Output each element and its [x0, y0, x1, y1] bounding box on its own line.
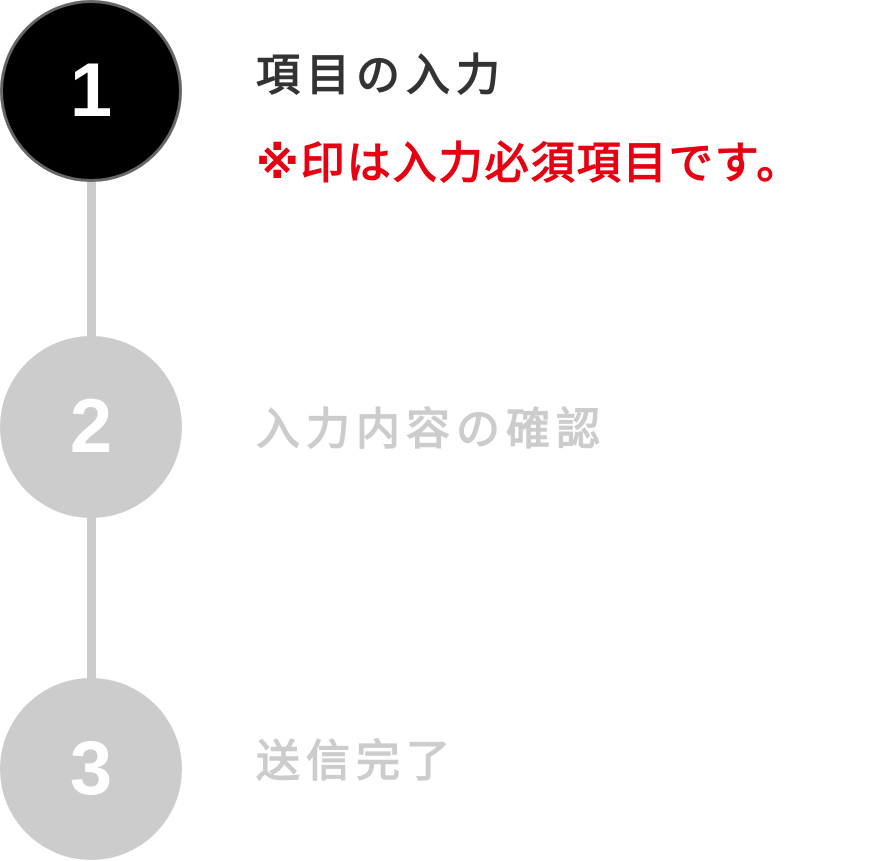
step-1-number: 1 [69, 48, 113, 133]
step-2-label: 入力内容の確認 [256, 404, 606, 455]
step-1-circle: 1 [0, 0, 182, 182]
step-3-number: 3 [69, 726, 113, 811]
step-3-circle: 3 [0, 678, 182, 860]
required-fields-note: ※印は入力必須項目です。 [256, 138, 803, 189]
step-connector-1-2 [87, 180, 96, 340]
step-1-label: 項目の入力 [256, 50, 506, 101]
step-2-circle: 2 [0, 336, 182, 518]
step-connector-2-3 [87, 515, 96, 680]
step-3-label: 送信完了 [256, 736, 456, 787]
step-2-number: 2 [69, 384, 113, 469]
